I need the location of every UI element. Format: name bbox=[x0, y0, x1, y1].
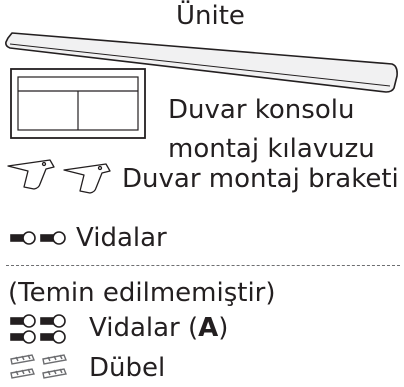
not-supplied-note: (Temin edilmemiştir) bbox=[8, 278, 276, 308]
section-divider bbox=[6, 265, 400, 266]
screw-icon bbox=[10, 231, 66, 245]
wall-bracket-icon bbox=[7, 159, 111, 194]
wall-bracket-guide-label: Duvar konsolu montaj kılavuzu bbox=[168, 91, 375, 169]
wall-bracket-guide-label-line1: Duvar konsolu bbox=[168, 95, 355, 125]
screw-a-icon bbox=[10, 314, 66, 344]
wall-bracket-icon bbox=[7, 159, 111, 194]
wall-bracket-guide-label-line2: montaj kılavuzu bbox=[168, 134, 375, 164]
wall-bracket-label: Duvar montaj braketi bbox=[122, 164, 399, 194]
screws-a-letter: A bbox=[198, 313, 219, 343]
screws-a-suffix: ) bbox=[218, 313, 229, 343]
screws-label: Vidalar bbox=[76, 223, 167, 253]
dowel-icon bbox=[10, 354, 67, 379]
screws-a-label: Vidalar (A) bbox=[89, 315, 228, 341]
wall-bracket-guide-illustration bbox=[10, 68, 146, 139]
dowel-label: Dübel bbox=[89, 353, 166, 383]
screws-a-prefix: Vidalar ( bbox=[89, 313, 199, 343]
unit-label: Ünite bbox=[176, 1, 245, 31]
